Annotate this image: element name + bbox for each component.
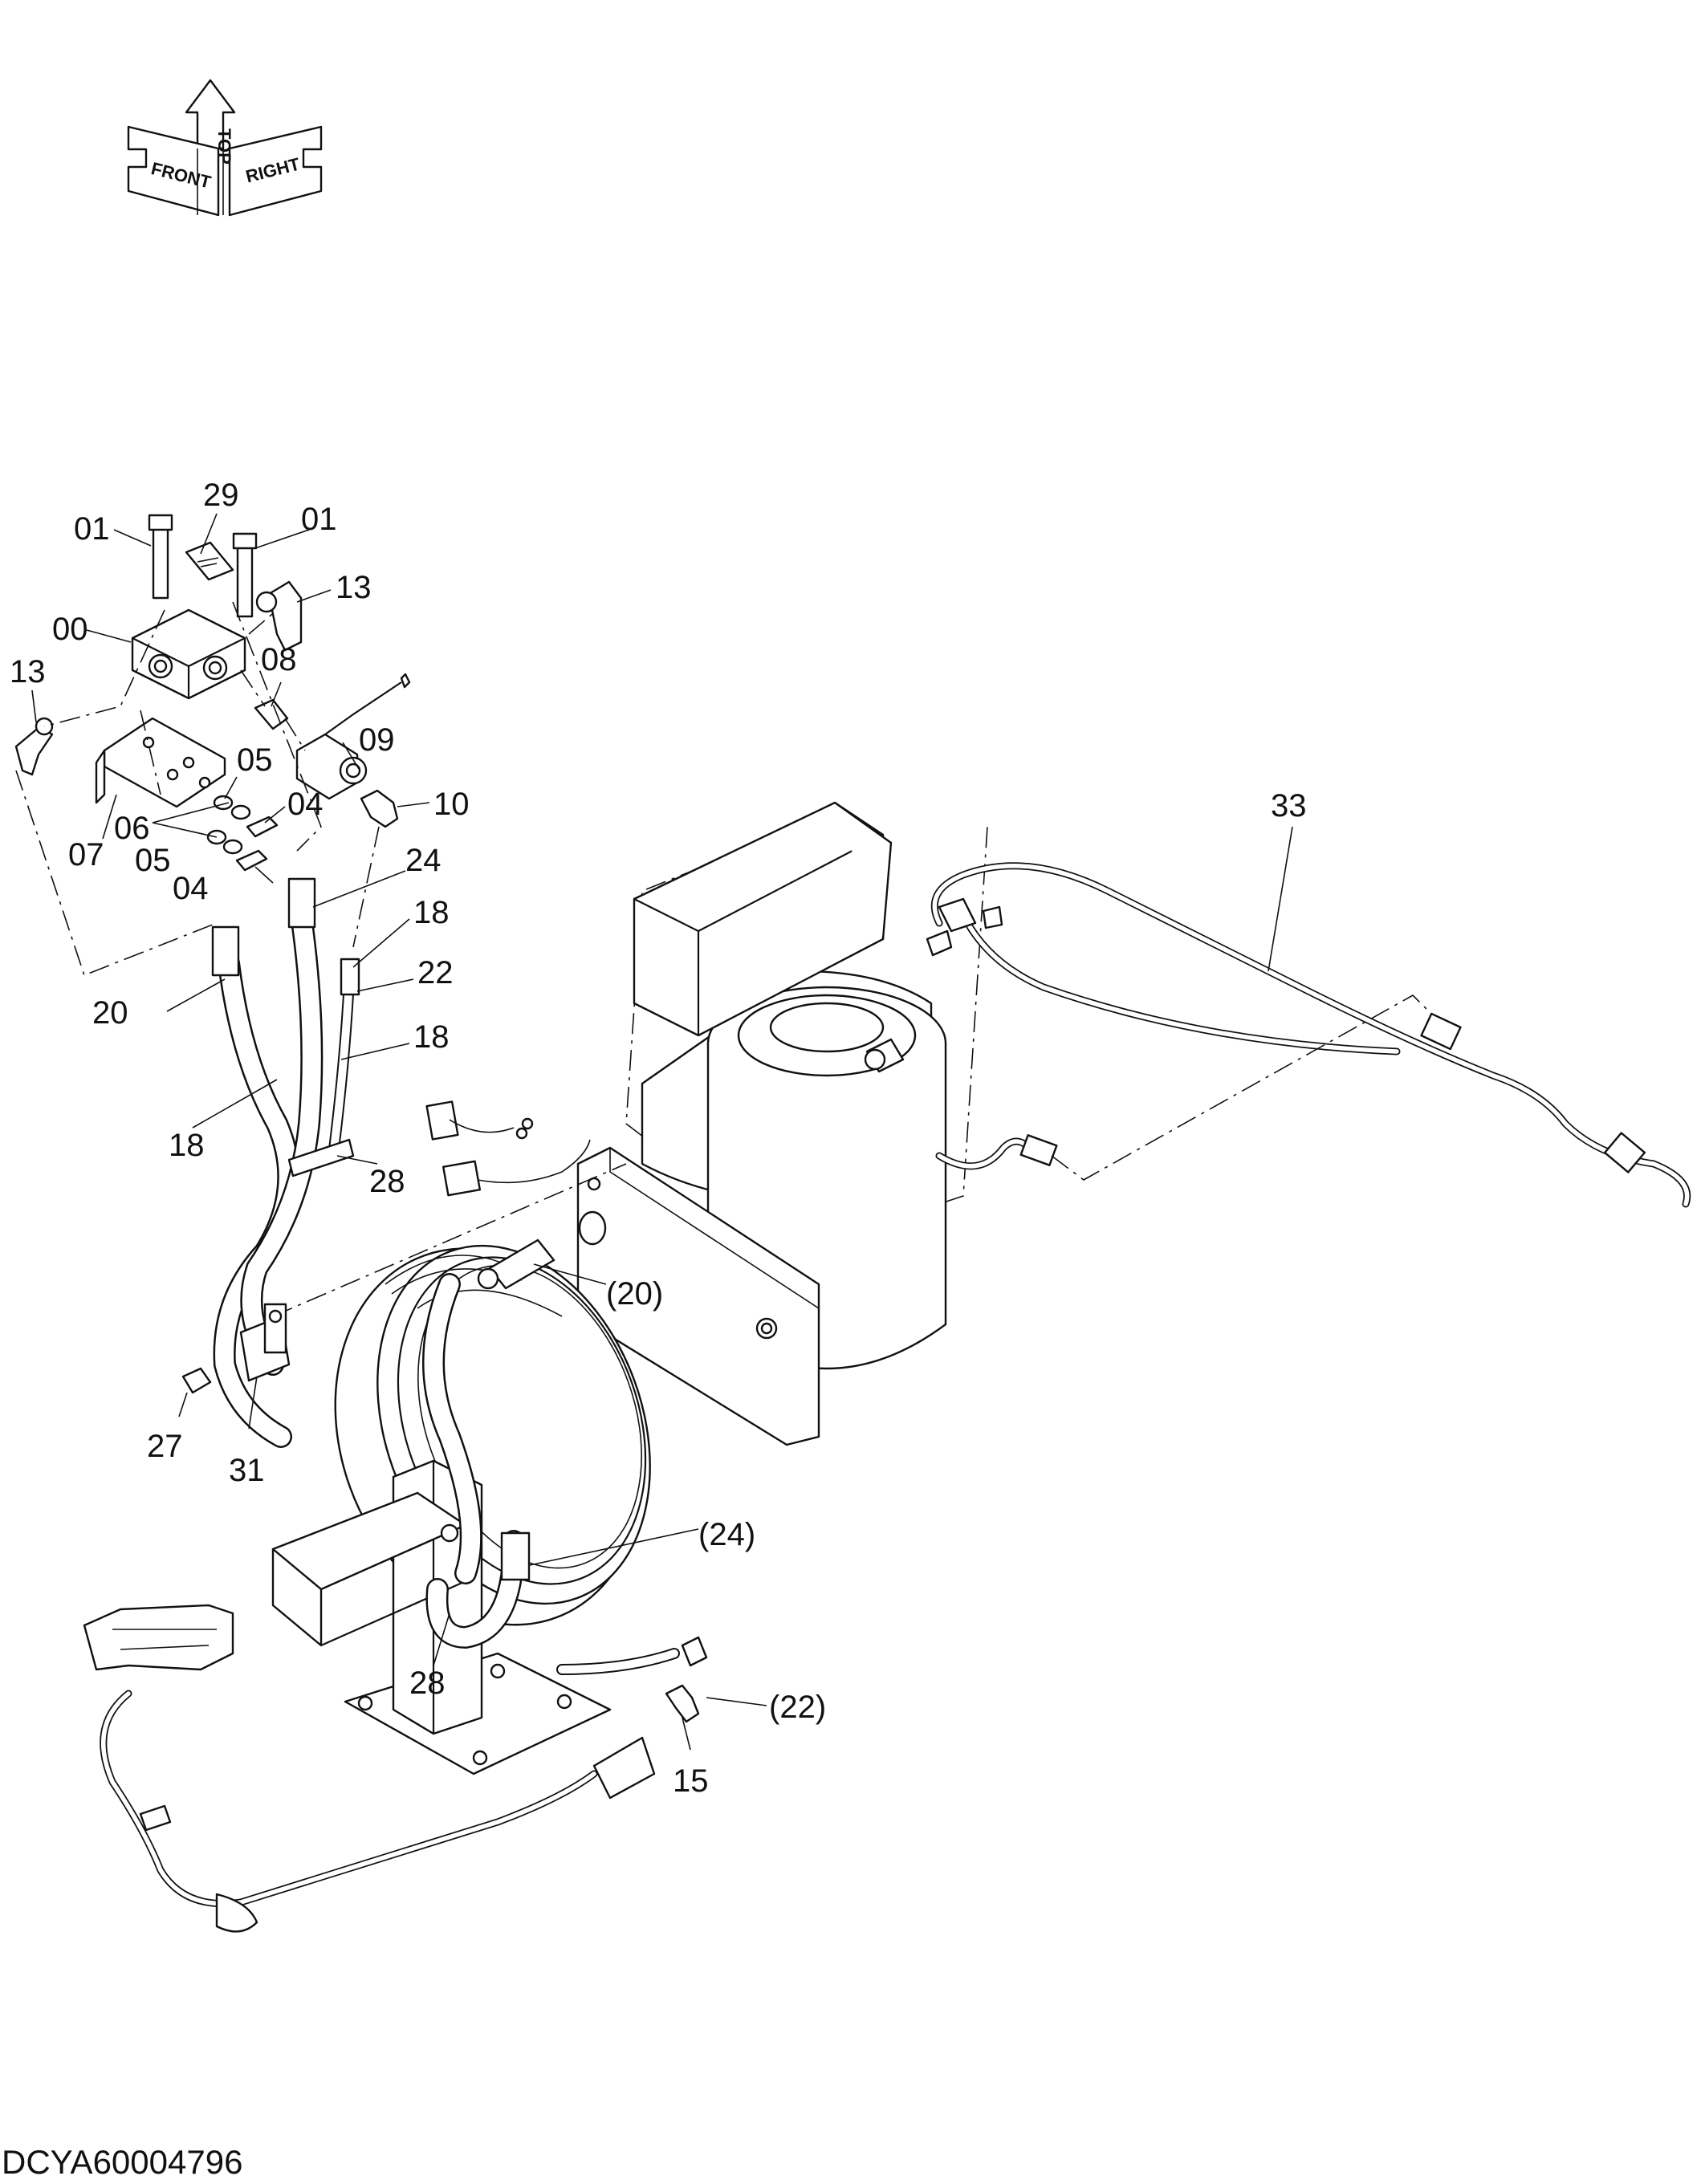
hose-22-fitting (340, 958, 360, 996)
washer-05 (230, 804, 251, 820)
callout-09: 09 (359, 722, 395, 758)
callout-04-lower: 04 (173, 871, 209, 906)
callout-28-lower: 28 (409, 1665, 446, 1701)
callout-28-upper: 28 (369, 1164, 405, 1199)
callout-10: 10 (433, 787, 470, 822)
callout-08: 08 (261, 642, 297, 677)
callout-05-lower: 05 (135, 843, 171, 878)
drawing-code: DCYA60004796 (2, 2143, 242, 2181)
callout-18-upper: 18 (413, 895, 450, 930)
fitting-08 (254, 698, 289, 730)
label-plate-29 (185, 541, 234, 581)
callout-24: 24 (405, 843, 442, 878)
callout-01-right: 01 (301, 502, 337, 537)
bolt-27 (181, 1367, 212, 1394)
leader-lines (31, 513, 1293, 1751)
callout-13-right: 13 (336, 570, 372, 605)
callout-07: 07 (68, 837, 104, 872)
callout-20-paren: (20) (606, 1276, 663, 1312)
callout-22-paren: (22) (769, 1690, 826, 1725)
tank-motor-assembly (425, 801, 1058, 1446)
elbow-13-right (267, 580, 303, 652)
callout-15: 15 (673, 1763, 709, 1799)
callout-05-upper: 05 (237, 742, 273, 778)
fitting-15 (665, 1684, 700, 1723)
top-label: TOP (214, 128, 234, 165)
callout-06: 06 (114, 811, 150, 846)
callout-01-left: 01 (74, 511, 110, 547)
callout-24-paren: (24) (698, 1517, 755, 1552)
bracket-07 (103, 717, 226, 808)
callout-29: 29 (203, 478, 239, 513)
callout-00: 00 (52, 612, 88, 647)
callout-18-left: 18 (169, 1128, 205, 1163)
callout-27: 27 (147, 1429, 183, 1464)
callout-20: 20 (92, 995, 128, 1031)
clamp-28-upper (287, 1138, 355, 1177)
callout-04-upper: 04 (287, 787, 324, 822)
orientation-symbol: FRONT TOP RIGHT (127, 79, 323, 217)
callout-33: 33 (1271, 788, 1307, 824)
bolt-04-upper (246, 815, 279, 838)
hose-20-fitting (211, 925, 240, 977)
callout-18-right: 18 (413, 1019, 450, 1055)
washer-06 (213, 795, 234, 811)
bolt-04-lower (235, 849, 268, 872)
bolt-01-right (236, 539, 254, 618)
bolt-01-left (152, 520, 169, 600)
lower-harness (83, 1604, 656, 1933)
fitting-10 (360, 789, 399, 828)
hose-reel (271, 1163, 680, 1775)
callout-labels: 01 29 01 13 00 13 08 09 05 04 10 06 07 0… (10, 478, 1307, 1799)
callout-13-left: 13 (10, 654, 46, 689)
hose-assembly (181, 877, 708, 1723)
upper-harness-33 (926, 862, 1691, 1208)
callout-31: 31 (229, 1453, 265, 1488)
hose-24-fitting (287, 877, 316, 929)
hose-22-end-fitting (681, 1636, 708, 1667)
hose-20-end-fitting (488, 1238, 555, 1290)
valve-block (14, 514, 411, 977)
callout-22: 22 (417, 955, 454, 990)
